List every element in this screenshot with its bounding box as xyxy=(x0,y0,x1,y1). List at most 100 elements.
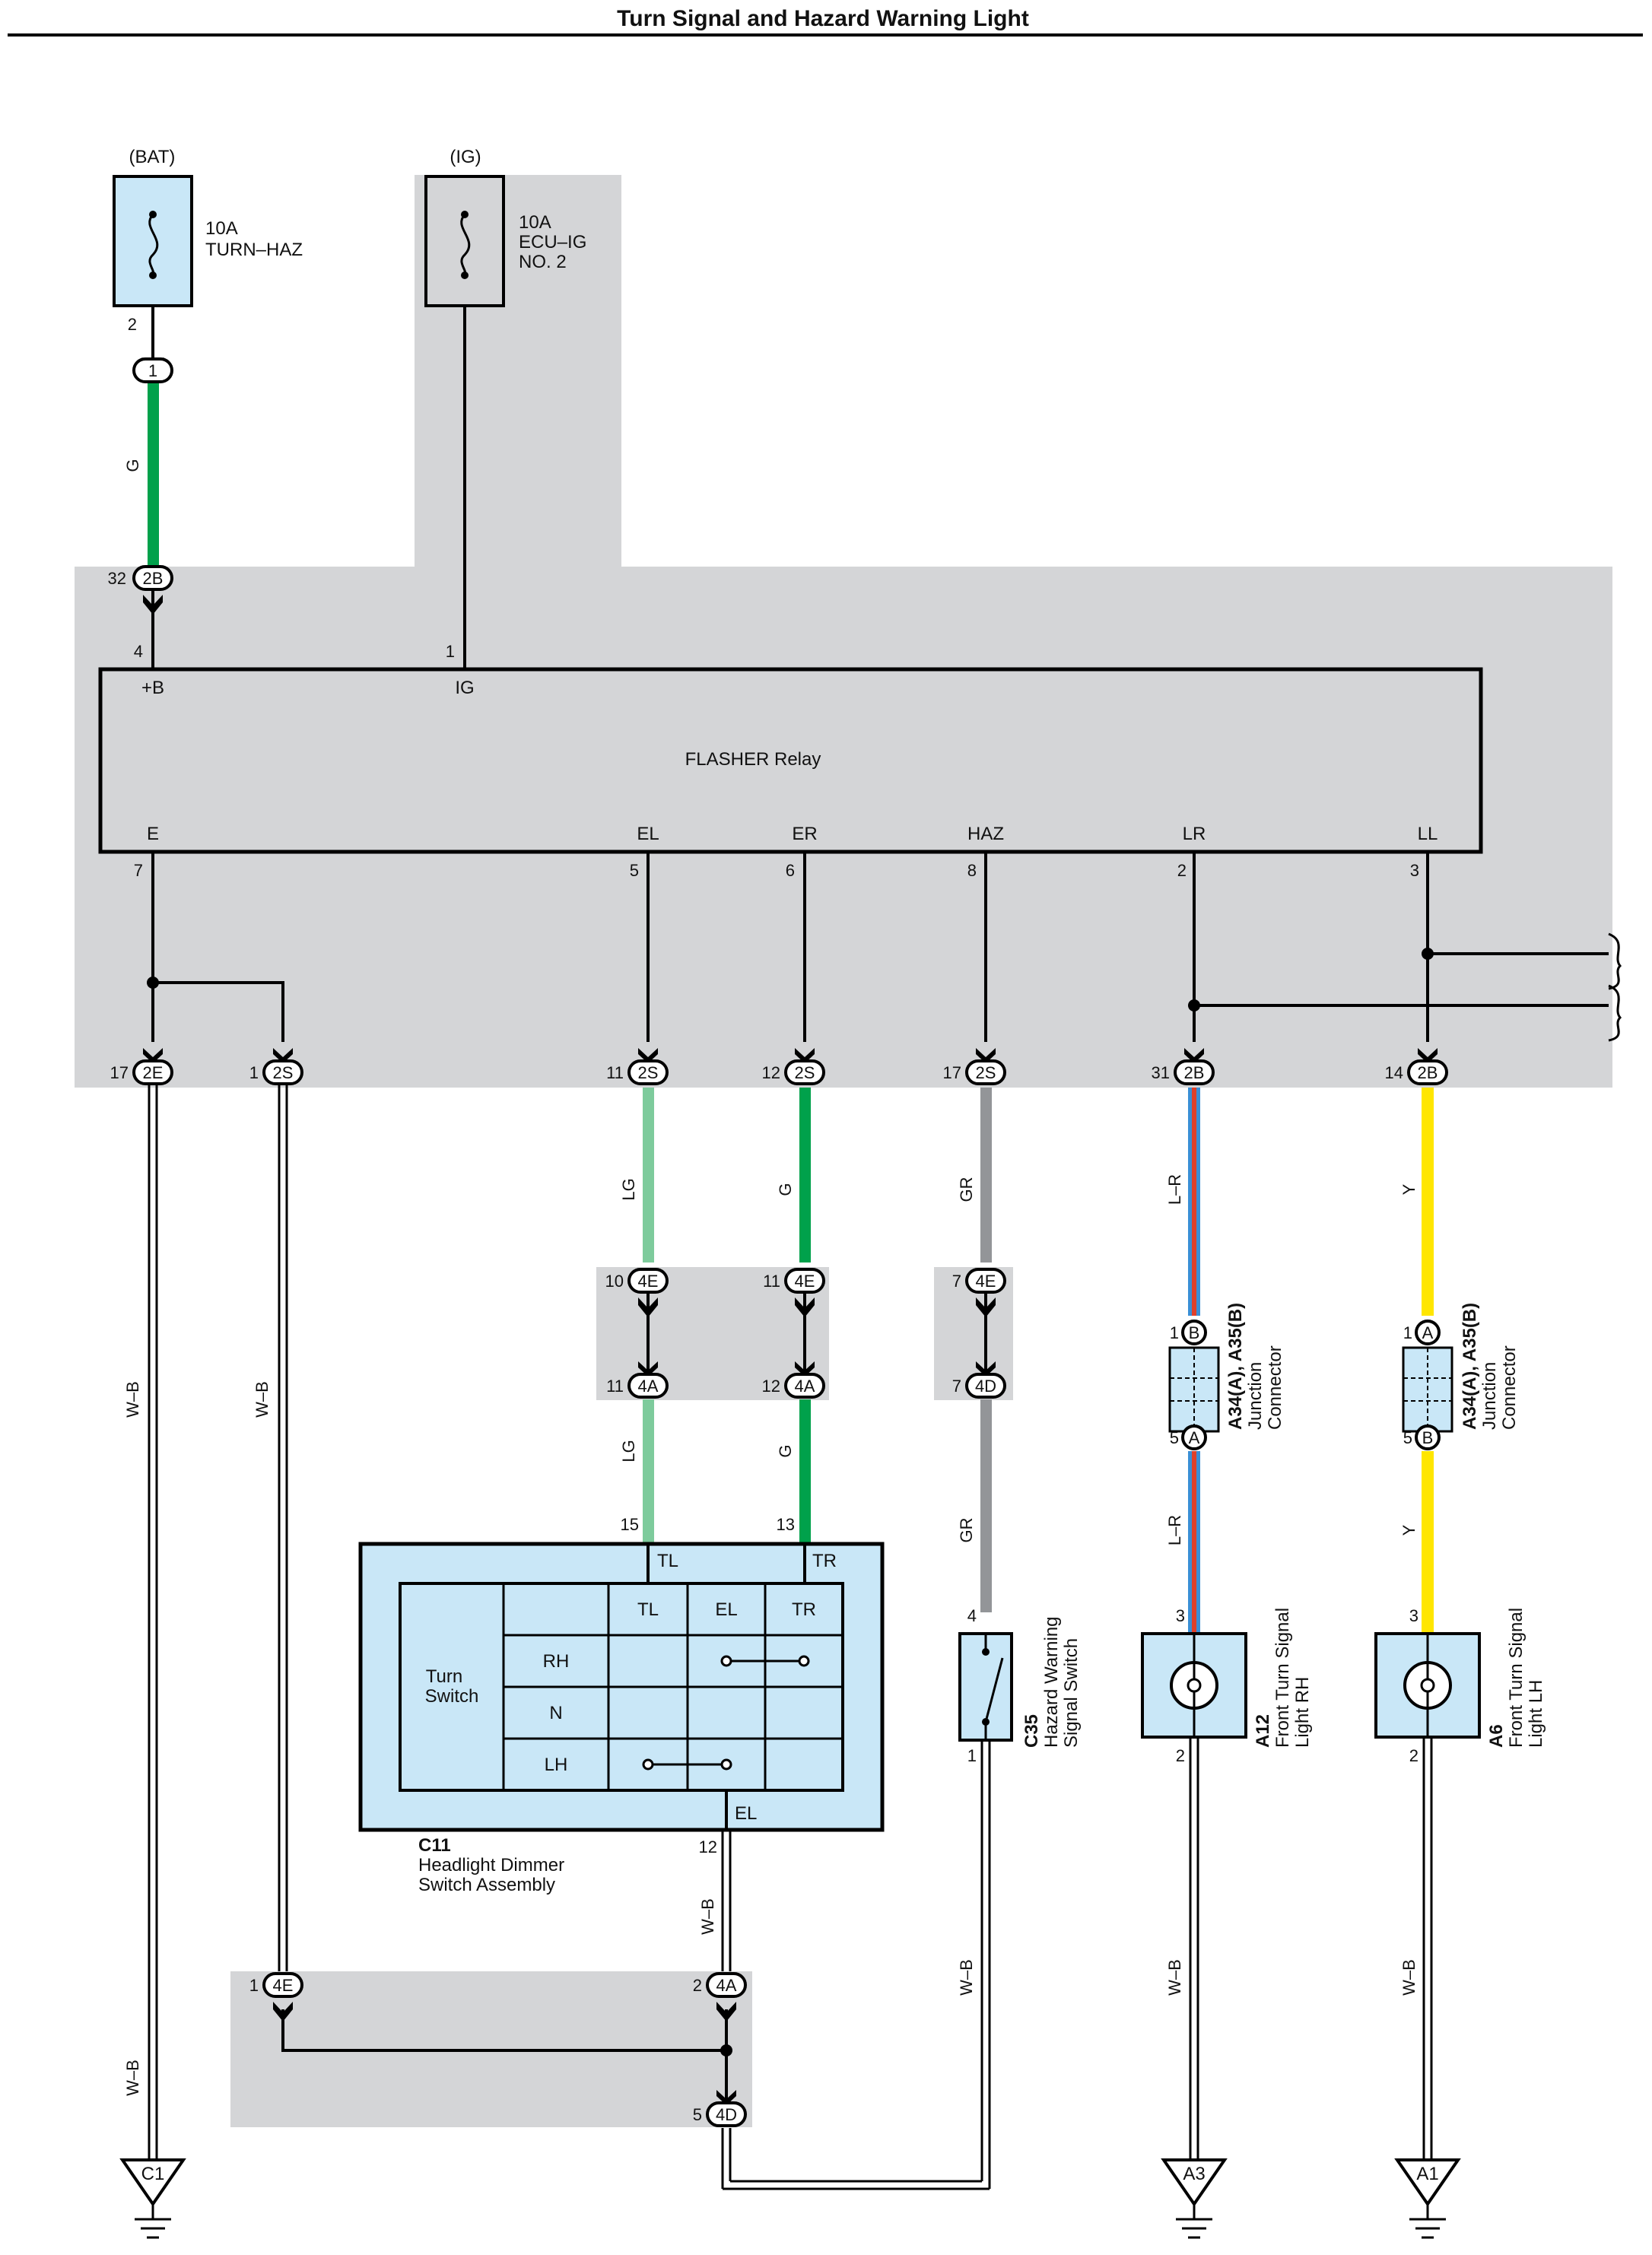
svg-text:EL: EL xyxy=(715,1599,737,1620)
terminal-label: IG xyxy=(455,678,474,698)
wire-label-g: G xyxy=(776,1183,795,1196)
pin-label: 11 xyxy=(763,1272,780,1291)
terminal-label: TR xyxy=(812,1551,837,1571)
fuse-source-bat: (BAT) xyxy=(129,147,176,167)
component-code: A6 xyxy=(1486,1724,1507,1748)
svg-text:A1: A1 xyxy=(1416,2164,1438,2184)
pin-label: 7 xyxy=(952,1377,961,1396)
wire-y-upper xyxy=(1422,1088,1434,1316)
pin-label: 11 xyxy=(606,1063,624,1082)
svg-text:A: A xyxy=(1422,1323,1434,1342)
svg-text:TR: TR xyxy=(792,1599,816,1620)
component-name: Front Turn Signal xyxy=(1506,1608,1527,1748)
fuse-ecu-ig: (IG) 10A ECU–IG NO. 2 xyxy=(424,147,586,307)
wire-label-g: G xyxy=(123,459,142,472)
connector-2b: 2B 32 xyxy=(108,565,173,615)
wire-wb-switch xyxy=(721,1830,732,1971)
pin-label: 14 xyxy=(1385,1063,1403,1082)
svg-text:2B: 2B xyxy=(1418,1063,1438,1082)
pin-label: 3 xyxy=(1410,861,1419,880)
svg-text:C1: C1 xyxy=(141,2164,165,2184)
svg-text:2S: 2S xyxy=(976,1063,996,1082)
svg-text:Connector: Connector xyxy=(1499,1345,1520,1430)
pin-label: 2 xyxy=(693,1976,702,1995)
svg-text:2E: 2E xyxy=(143,1063,164,1082)
pin-label: 2 xyxy=(128,315,137,334)
svg-text:1: 1 xyxy=(148,361,157,380)
svg-text:5: 5 xyxy=(1403,1428,1412,1447)
pin-label: 12 xyxy=(762,1377,780,1396)
fuse-rating: 10A xyxy=(519,212,551,233)
front-turn-lamp-rh: 3 2 A12 Front Turn Signal Light RH xyxy=(1141,1606,1313,1765)
svg-text:4A: 4A xyxy=(638,1377,659,1396)
pin-label: 1 xyxy=(967,1746,977,1765)
component-name: Switch Assembly xyxy=(418,1875,555,1895)
pin-label: 11 xyxy=(606,1377,624,1396)
svg-text:4E: 4E xyxy=(795,1272,815,1291)
fuse-turn-haz: (BAT) 10A TURN–HAZ xyxy=(113,147,303,307)
svg-text:4A: 4A xyxy=(716,1976,737,1995)
shaded-zones xyxy=(75,175,1612,2127)
pin-label: 4 xyxy=(967,1606,977,1625)
wire-g-lower xyxy=(799,1399,811,1544)
wire-label-gr: GR xyxy=(957,1518,976,1543)
wire-label-g: G xyxy=(776,1444,795,1457)
shade-right-block xyxy=(1479,852,1612,1088)
wire-label-y: Y xyxy=(1399,1183,1418,1195)
splice-dot xyxy=(147,977,159,989)
wire-lg-upper xyxy=(643,1088,654,1262)
connector: 4E7 xyxy=(952,1268,1006,1317)
connector: 4D7 xyxy=(952,1361,1006,1399)
svg-text:A: A xyxy=(1189,1428,1200,1447)
front-turn-lamp-lh: 3 2 A6 Front Turn Signal Light LH xyxy=(1374,1606,1546,1765)
wire-label-lg: LG xyxy=(619,1178,638,1200)
pin-label: 3 xyxy=(1176,1606,1185,1625)
pin-label: 1 xyxy=(249,1063,259,1082)
pin-label: 12 xyxy=(699,1837,717,1856)
svg-text:1: 1 xyxy=(1170,1323,1179,1342)
wires-lamp-ground xyxy=(1189,1737,1433,2160)
pin-label: 5 xyxy=(693,2105,702,2124)
pin-label: 2 xyxy=(1177,861,1187,880)
component-name: Headlight Dimmer xyxy=(418,1855,564,1875)
terminal-label: EL xyxy=(637,824,659,844)
pin-label: 32 xyxy=(108,569,126,588)
svg-text:A34(A), A35(B): A34(A), A35(B) xyxy=(1460,1303,1480,1430)
connector: 4E1 xyxy=(249,1972,303,2022)
wire-label-wb: W–B xyxy=(1165,1959,1184,1996)
wire-label-wb: W–B xyxy=(253,1381,272,1418)
component-name: Signal Switch xyxy=(1061,1638,1082,1748)
terminal-label: +B xyxy=(141,678,164,698)
pin-label: 13 xyxy=(777,1515,795,1534)
component-name: Hazard Warning xyxy=(1041,1616,1062,1748)
pin-label: 2 xyxy=(1176,1746,1185,1765)
splice-dot xyxy=(1188,999,1200,1012)
component-name: Light LH xyxy=(1526,1680,1546,1748)
fuse-icon xyxy=(148,214,159,276)
pin-label: 10 xyxy=(605,1272,624,1291)
fuse-name: TURN–HAZ xyxy=(205,240,303,260)
svg-text:4E: 4E xyxy=(638,1272,659,1291)
splice-dot xyxy=(1422,948,1434,960)
connector: 4E 10 xyxy=(605,1268,669,1317)
junction-connector-lh: A 1 B 5 A34(A), A35(B) Junction Connecto… xyxy=(1402,1303,1520,1450)
switch-label: Turn xyxy=(426,1666,462,1687)
fuse-icon xyxy=(460,214,471,276)
flasher-relay: +B IG FLASHER Relay E EL ER HAZ LR LL xyxy=(98,667,1483,854)
switch-label: Switch xyxy=(425,1686,479,1707)
flasher-name: FLASHER Relay xyxy=(685,749,821,770)
wire-label-lr: L–R xyxy=(1165,1515,1184,1545)
pin-label: 17 xyxy=(943,1063,961,1082)
connector: 4A 2 xyxy=(693,1972,747,2022)
terminal-label: LL xyxy=(1418,824,1438,844)
wire-label-y: Y xyxy=(1399,1524,1418,1536)
connector: 2S 1 xyxy=(249,1048,303,1085)
pin-label: 4 xyxy=(134,642,143,661)
connector: 4E 11 xyxy=(763,1268,825,1317)
svg-text:Junction: Junction xyxy=(1245,1362,1266,1430)
svg-text:LH: LH xyxy=(545,1755,568,1775)
svg-text:2S: 2S xyxy=(273,1063,294,1082)
